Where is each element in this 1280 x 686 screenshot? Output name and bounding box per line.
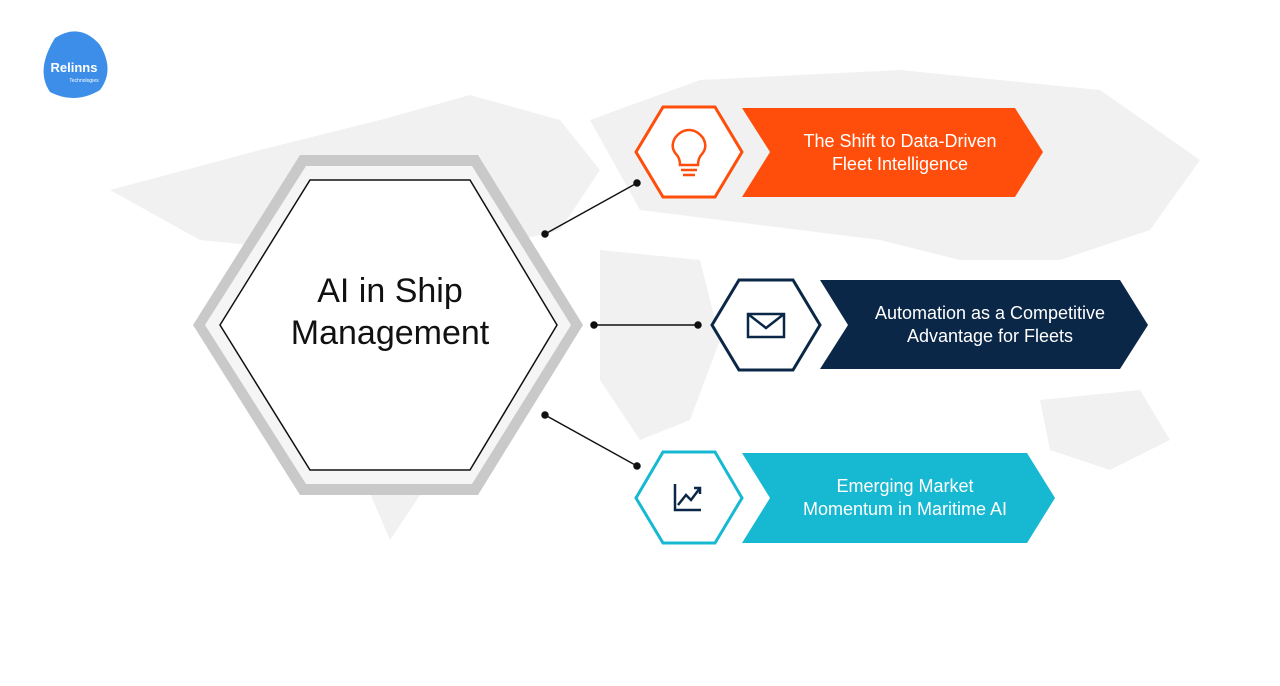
central-title-line2: Management xyxy=(290,314,490,352)
connector-3 xyxy=(544,414,638,467)
item-3-line1: Emerging Market xyxy=(836,476,974,496)
logo-subtext: Technologies xyxy=(69,78,99,84)
item-3 xyxy=(634,450,1055,545)
item-3-line2: Momentum in Maritime AI xyxy=(802,499,1008,519)
item-2 xyxy=(710,278,1148,372)
connector-1 xyxy=(544,182,638,235)
envelope-icon xyxy=(746,312,786,339)
item-2-line1: Automation as a Competitive xyxy=(874,302,1106,323)
item-1-line1: The Shift to Data-Driven xyxy=(803,130,997,151)
banner-2 xyxy=(820,280,1148,369)
logo-text: Relinns xyxy=(51,60,98,75)
central-title-line1: AI in Ship xyxy=(317,272,463,310)
hex-2 xyxy=(710,278,822,372)
logo: Relinns Technologies xyxy=(43,31,108,99)
trend-chart-icon xyxy=(673,484,702,512)
item-2-line2: Advantage for Fleets xyxy=(906,325,1074,346)
banner-3 xyxy=(742,453,1055,543)
item-1 xyxy=(634,105,1043,199)
central-title: AI in Ship Management xyxy=(230,270,550,354)
connectors xyxy=(541,179,702,470)
lightbulb-icon xyxy=(671,128,707,177)
banner-1 xyxy=(742,108,1043,197)
central-hexagon xyxy=(193,155,583,495)
item-1-line2: Fleet Intelligence xyxy=(831,153,969,174)
hex-1 xyxy=(634,105,744,199)
